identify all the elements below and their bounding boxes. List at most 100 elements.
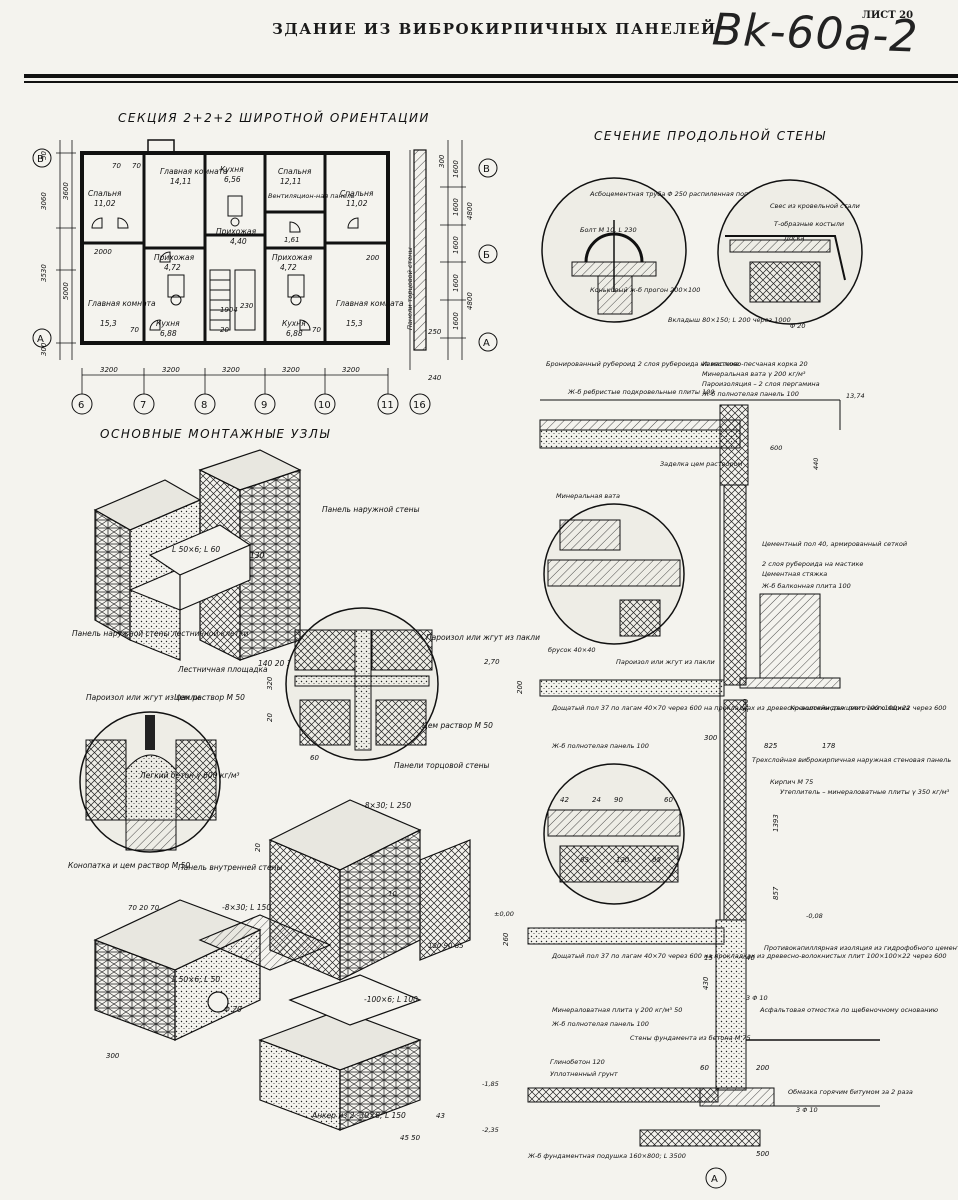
room-name: Главная комната — [336, 299, 404, 308]
plan-dim: 1904 — [220, 306, 238, 314]
label-440: 440 — [812, 458, 820, 470]
label-roof1: Бронированный рубероид 2 слоя рубероида … — [546, 360, 739, 368]
plan-left-dim: 3530 — [40, 264, 48, 282]
dim-label: 120 — [616, 856, 630, 864]
axis-label: В — [483, 164, 490, 175]
dim-label: 20 — [266, 713, 274, 722]
plan-dim: 1,61 — [284, 236, 300, 244]
label-elev1: 13,74 — [846, 392, 865, 400]
room-name: Кухня — [282, 319, 306, 328]
label-ridge: Коньковый ж-б прогон 200×100 — [590, 286, 700, 294]
detail-circle-ridge — [541, 177, 687, 323]
label-tee: Т-образные костыли — [774, 220, 844, 228]
label-bolt: Болт М 10, L 230 — [580, 226, 637, 234]
plan-bottom-dim: 3200 — [282, 366, 300, 374]
label-overhang: Свес из кровельной стали — [770, 202, 860, 210]
end-wall-dim: 1600 — [452, 312, 460, 330]
sheet-number: ЛИСТ 20 — [862, 10, 914, 21]
dim-label: 320 — [742, 698, 750, 712]
label-asbestos: Асбоцементная труба Φ 250 распиленная по… — [589, 190, 765, 198]
end-wall-label: Панели торцовой стены — [406, 247, 414, 330]
plan-dim: 200 — [366, 254, 380, 262]
axis-label: Б — [483, 250, 490, 261]
dim-label: -2,35 — [482, 1126, 499, 1134]
plan-dim: 70 — [132, 162, 141, 170]
label-damp: Противокапиллярная изоляция из гидрофобн… — [764, 944, 958, 952]
end-wall-dim: 250 — [428, 328, 442, 336]
room-area: 6,88 — [160, 329, 177, 338]
end-wall-dim: 4800 — [466, 292, 474, 310]
dim-label: -1,85 — [482, 1080, 499, 1088]
label-stair-panel: Панель наружной стены лестничной клетки — [72, 629, 249, 638]
label-vapor: Пароизол или жгут из пакли — [616, 658, 715, 666]
label-gfloor4: Стены фундамента из бетона М 75 — [630, 1034, 751, 1042]
detail-circle-lower: 42 24 90 60 63 120 65 — [543, 763, 685, 905]
dim-label: 300 — [106, 1052, 120, 1060]
axis-bubbles-y: В А — [32, 148, 52, 348]
label-angle2: L 50×6; L 50 — [172, 975, 220, 984]
plan-dim: 70 — [130, 326, 139, 334]
label-rebar: 3 Φ 10 — [746, 994, 768, 1002]
label-board: Доска — [783, 234, 805, 242]
dim-label: 63 — [580, 856, 589, 864]
sheet-title: ЗДАНИЕ ИЗ ВИБРОКИРПИЧНЫХ ПАНЕЛЕЙ — [272, 20, 717, 38]
label-balc2: 2 слоя рубероида на мастике — [762, 560, 863, 568]
label-rebar2: 3 Φ 10 — [796, 1106, 818, 1114]
label-outer-panel: Панель наружной стены — [322, 505, 420, 514]
label-wall2: Кирпич М 75 — [770, 778, 813, 786]
label-asphalt: Асфальтовая отмостка по щебеночному осно… — [759, 1006, 939, 1014]
dim-label: 430 — [702, 976, 710, 990]
plan-dim: 230 — [240, 302, 254, 310]
plan-bottom-dim: 3200 — [100, 366, 118, 374]
room-name: Главная комната — [160, 167, 228, 176]
dim-label: 320 — [266, 676, 274, 690]
label-gfloor1: Дощатый пол 37 по лагам 40×70 через 600 … — [551, 952, 947, 960]
room-area: 11,02 — [346, 199, 368, 208]
label-vapor2: Пароизол или жгут из пакли — [86, 693, 200, 702]
end-wall-dim: 1600 — [452, 198, 460, 216]
room-name: Прихожая — [216, 227, 257, 236]
plan-bottom-dim: 3200 — [342, 366, 360, 374]
dim-label: 42 — [560, 796, 569, 804]
header-rule-thick — [24, 74, 958, 78]
dim-label: 825 — [764, 742, 778, 750]
dim-label: 60 — [310, 754, 319, 762]
plan-bottom-dim: 3200 — [222, 366, 240, 374]
mounting-nodes: ОСНОВНЫЕ МОНТАЖНЫЕ УЗЛЫ Панель наружной … — [68, 427, 540, 1142]
label-wall1: Трехслойная виброкирпичная наружная стен… — [752, 756, 951, 764]
label-600: 600 — [770, 444, 782, 452]
label-strip3: -100×6; L 100 — [364, 995, 418, 1004]
dim-label: 65 — [652, 856, 661, 864]
label-roof2: Ж-б ребристые подкровельные плиты 100 — [567, 388, 715, 396]
dim-label: 43 — [436, 1112, 445, 1120]
axis-label: А — [483, 338, 490, 349]
label-landing: Лестничная площадка — [177, 665, 268, 674]
plan-title: СЕКЦИЯ 2+2+2 ШИРОТНОЙ ОРИЕНТАЦИИ — [118, 110, 430, 125]
label-vapor1: Пароизол или жгут из пакли — [426, 633, 540, 642]
dim-label: 90 — [614, 796, 623, 804]
room-area: 15,3 — [100, 319, 117, 328]
dim-label: 20 — [254, 843, 262, 852]
room-area: 14,11 — [170, 177, 191, 186]
axis-label: 8 — [201, 400, 207, 411]
label-phi: Φ 20 — [224, 1005, 242, 1014]
dim-label: 200 — [516, 680, 524, 694]
label-roof3: Известково-песчаная корка 20 — [702, 360, 808, 368]
label-gfloor3: Ж-б полнотелая панель 100 — [551, 1020, 649, 1028]
section-title: СЕЧЕНИЕ ПРОДОЛЬНОЙ СТЕНЫ — [594, 128, 826, 143]
iso-corner-node — [93, 449, 302, 661]
label-roof4: Минеральная вата γ 200 кг/м³ — [702, 370, 806, 378]
dim-label: 200 — [756, 1064, 770, 1072]
label-claycon: Глинобетон 120 — [550, 1058, 605, 1066]
dim-label: 857 — [772, 886, 780, 900]
label-floor1: Дощатый пол 37 по лагам 40×70 через 600 … — [551, 704, 947, 712]
detail-circle-eaves — [717, 179, 863, 325]
plan-left-dim: 3600 — [62, 182, 70, 200]
end-wall-dim: 1600 — [452, 236, 460, 254]
axis-label: А — [37, 334, 44, 345]
room-name: Спальня — [278, 167, 312, 176]
plan-left-dim: 300 — [40, 342, 48, 356]
label-caulk: Конопатка и цем раствор М 50 — [68, 861, 190, 870]
